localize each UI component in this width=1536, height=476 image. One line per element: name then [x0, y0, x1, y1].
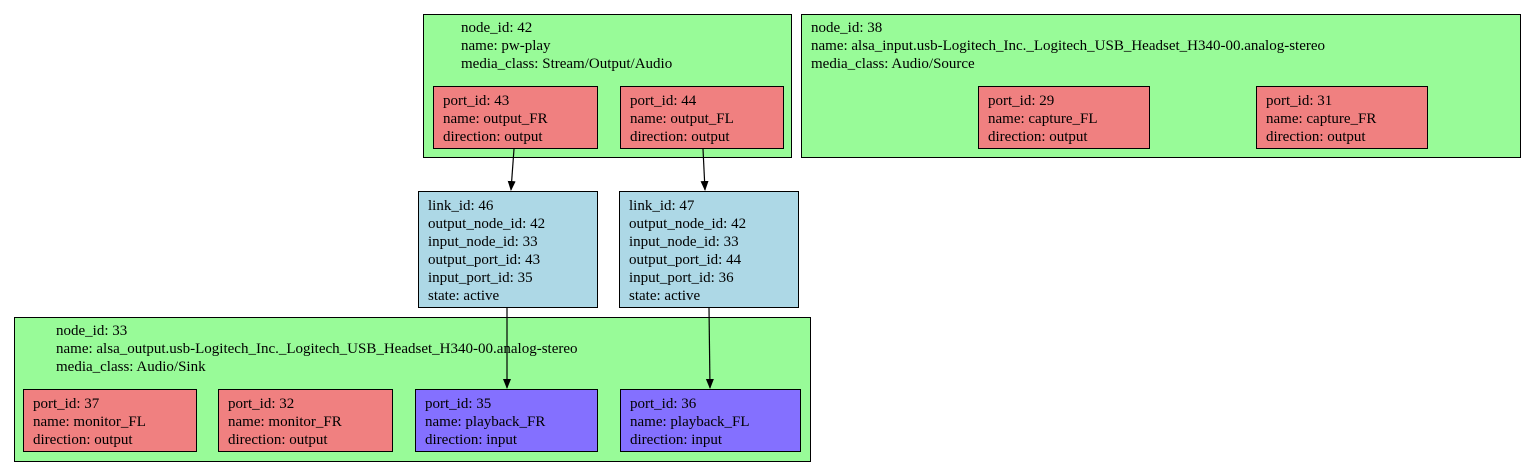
port-id: port_id: 37	[33, 396, 100, 412]
port-id: port_id: 31	[1266, 93, 1333, 109]
link-input-port-id: input_port_id: 36	[629, 270, 734, 286]
link-input-node-id: input_node_id: 33	[629, 234, 739, 250]
link-state: state: active	[629, 288, 701, 304]
port-32: port_id: 32 name: monitor_FR direction: …	[218, 389, 393, 452]
port-36: port_id: 36 name: playback_FL direction:…	[620, 389, 801, 452]
port-name: name: playback_FR	[425, 414, 546, 430]
port-name: name: output_FR	[443, 111, 548, 127]
port-35: port_id: 35 name: playback_FR direction:…	[415, 389, 598, 452]
link-output-port-id: output_port_id: 43	[428, 252, 541, 268]
link-input-node-id: input_node_id: 33	[428, 234, 538, 250]
node-name: name: alsa_input.usb-Logitech_Inc._Logit…	[811, 38, 1326, 54]
port-direction: direction: output	[228, 432, 328, 448]
node-33-header: node_id: 33 name: alsa_output.usb-Logite…	[56, 322, 578, 376]
node-media-class: media_class: Audio/Source	[811, 56, 975, 72]
node-id: node_id: 33	[56, 323, 128, 339]
node-38-header: node_id: 38 name: alsa_input.usb-Logitec…	[811, 19, 1325, 73]
link-input-port-id: input_port_id: 35	[428, 270, 533, 286]
port-name: name: monitor_FL	[33, 414, 146, 430]
port-direction: direction: output	[1266, 129, 1366, 145]
port-direction: direction: input	[425, 432, 518, 448]
port-direction: direction: output	[33, 432, 133, 448]
port-id: port_id: 44	[630, 93, 697, 109]
port-id: port_id: 35	[425, 396, 492, 412]
port-37: port_id: 37 name: monitor_FL direction: …	[23, 389, 197, 452]
port-31: port_id: 31 name: capture_FR direction: …	[1256, 86, 1428, 149]
port-id: port_id: 43	[443, 93, 510, 109]
link-id: link_id: 46	[428, 198, 494, 214]
port-43: port_id: 43 name: output_FR direction: o…	[433, 86, 598, 149]
port-direction: direction: output	[630, 129, 730, 145]
port-44: port_id: 44 name: output_FL direction: o…	[620, 86, 784, 149]
node-name: name: pw-play	[461, 38, 551, 54]
link-output-node-id: output_node_id: 42	[629, 216, 747, 232]
node-id: node_id: 38	[811, 20, 883, 36]
port-name: name: monitor_FR	[228, 414, 342, 430]
port-name: name: playback_FL	[630, 414, 750, 430]
port-29: port_id: 29 name: capture_FL direction: …	[978, 86, 1150, 149]
link-output-port-id: output_port_id: 44	[629, 252, 742, 268]
port-name: name: capture_FR	[1266, 111, 1377, 127]
link-output-node-id: output_node_id: 42	[428, 216, 546, 232]
port-name: name: output_FL	[630, 111, 734, 127]
port-direction: direction: output	[443, 129, 543, 145]
port-direction: direction: input	[630, 432, 723, 448]
link-state: state: active	[428, 288, 500, 304]
node-media-class: media_class: Audio/Sink	[56, 359, 206, 375]
port-direction: direction: output	[988, 129, 1088, 145]
node-id: node_id: 42	[461, 20, 533, 36]
link-47: link_id: 47 output_node_id: 42 input_nod…	[619, 191, 799, 308]
port-id: port_id: 32	[228, 396, 295, 412]
node-42-header: node_id: 42 name: pw-play media_class: S…	[461, 19, 672, 73]
link-46: link_id: 46 output_node_id: 42 input_nod…	[418, 191, 598, 308]
port-id: port_id: 36	[630, 396, 697, 412]
node-media-class: media_class: Stream/Output/Audio	[461, 56, 673, 72]
node-name: name: alsa_output.usb-Logitech_Inc._Logi…	[56, 341, 578, 357]
port-id: port_id: 29	[988, 93, 1055, 109]
link-id: link_id: 47	[629, 198, 695, 214]
port-name: name: capture_FL	[988, 111, 1098, 127]
